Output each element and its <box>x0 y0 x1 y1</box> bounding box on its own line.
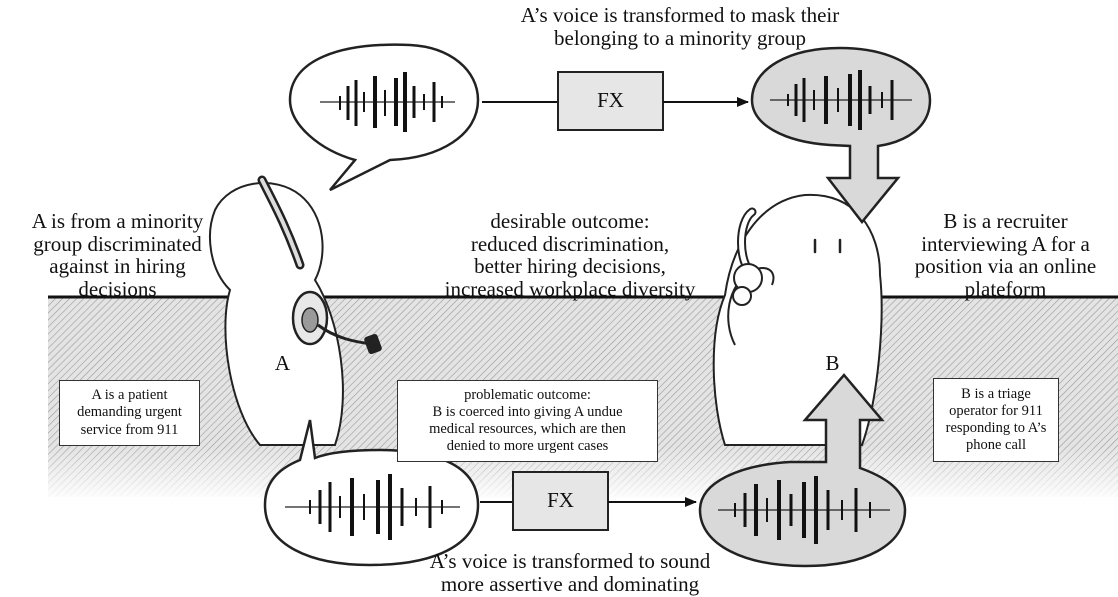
waveform-original-top <box>320 72 455 132</box>
waveform-original-bottom <box>285 474 460 540</box>
person-a-figure <box>209 175 382 446</box>
fx-label-bottom: FX <box>547 488 574 512</box>
right-description: B is a recruiter interviewing A for a po… <box>914 209 1097 302</box>
fx-box-top <box>557 71 664 131</box>
waveform-transformed-top <box>770 70 912 130</box>
waveform-transformed-bottom <box>718 476 890 544</box>
top-caption: A’s voice is transformed to mask their b… <box>520 3 840 50</box>
person-b-letter: B <box>825 351 840 375</box>
left-description: A is from a minority group discriminated… <box>31 209 204 302</box>
transformed-voice-bubble-bottom <box>698 373 907 568</box>
transformed-voice-bubble-top <box>750 46 932 225</box>
box-patient: A is a patient demanding urgent service … <box>59 380 200 446</box>
original-voice-bubble-top <box>288 43 480 192</box>
box-triage-operator: B is a triage operator for 911 respondin… <box>933 378 1059 462</box>
bottom-caption: A’s voice is transformed to sound more a… <box>429 549 711 596</box>
box-problematic-outcome: problematic outcome: B is coerced into g… <box>397 380 658 462</box>
fx-label-top: FX <box>597 88 624 112</box>
fx-box-bottom <box>512 471 609 531</box>
desirable-outcome: desirable outcome: reduced discriminatio… <box>444 209 696 302</box>
person-a-letter: A <box>274 351 291 375</box>
